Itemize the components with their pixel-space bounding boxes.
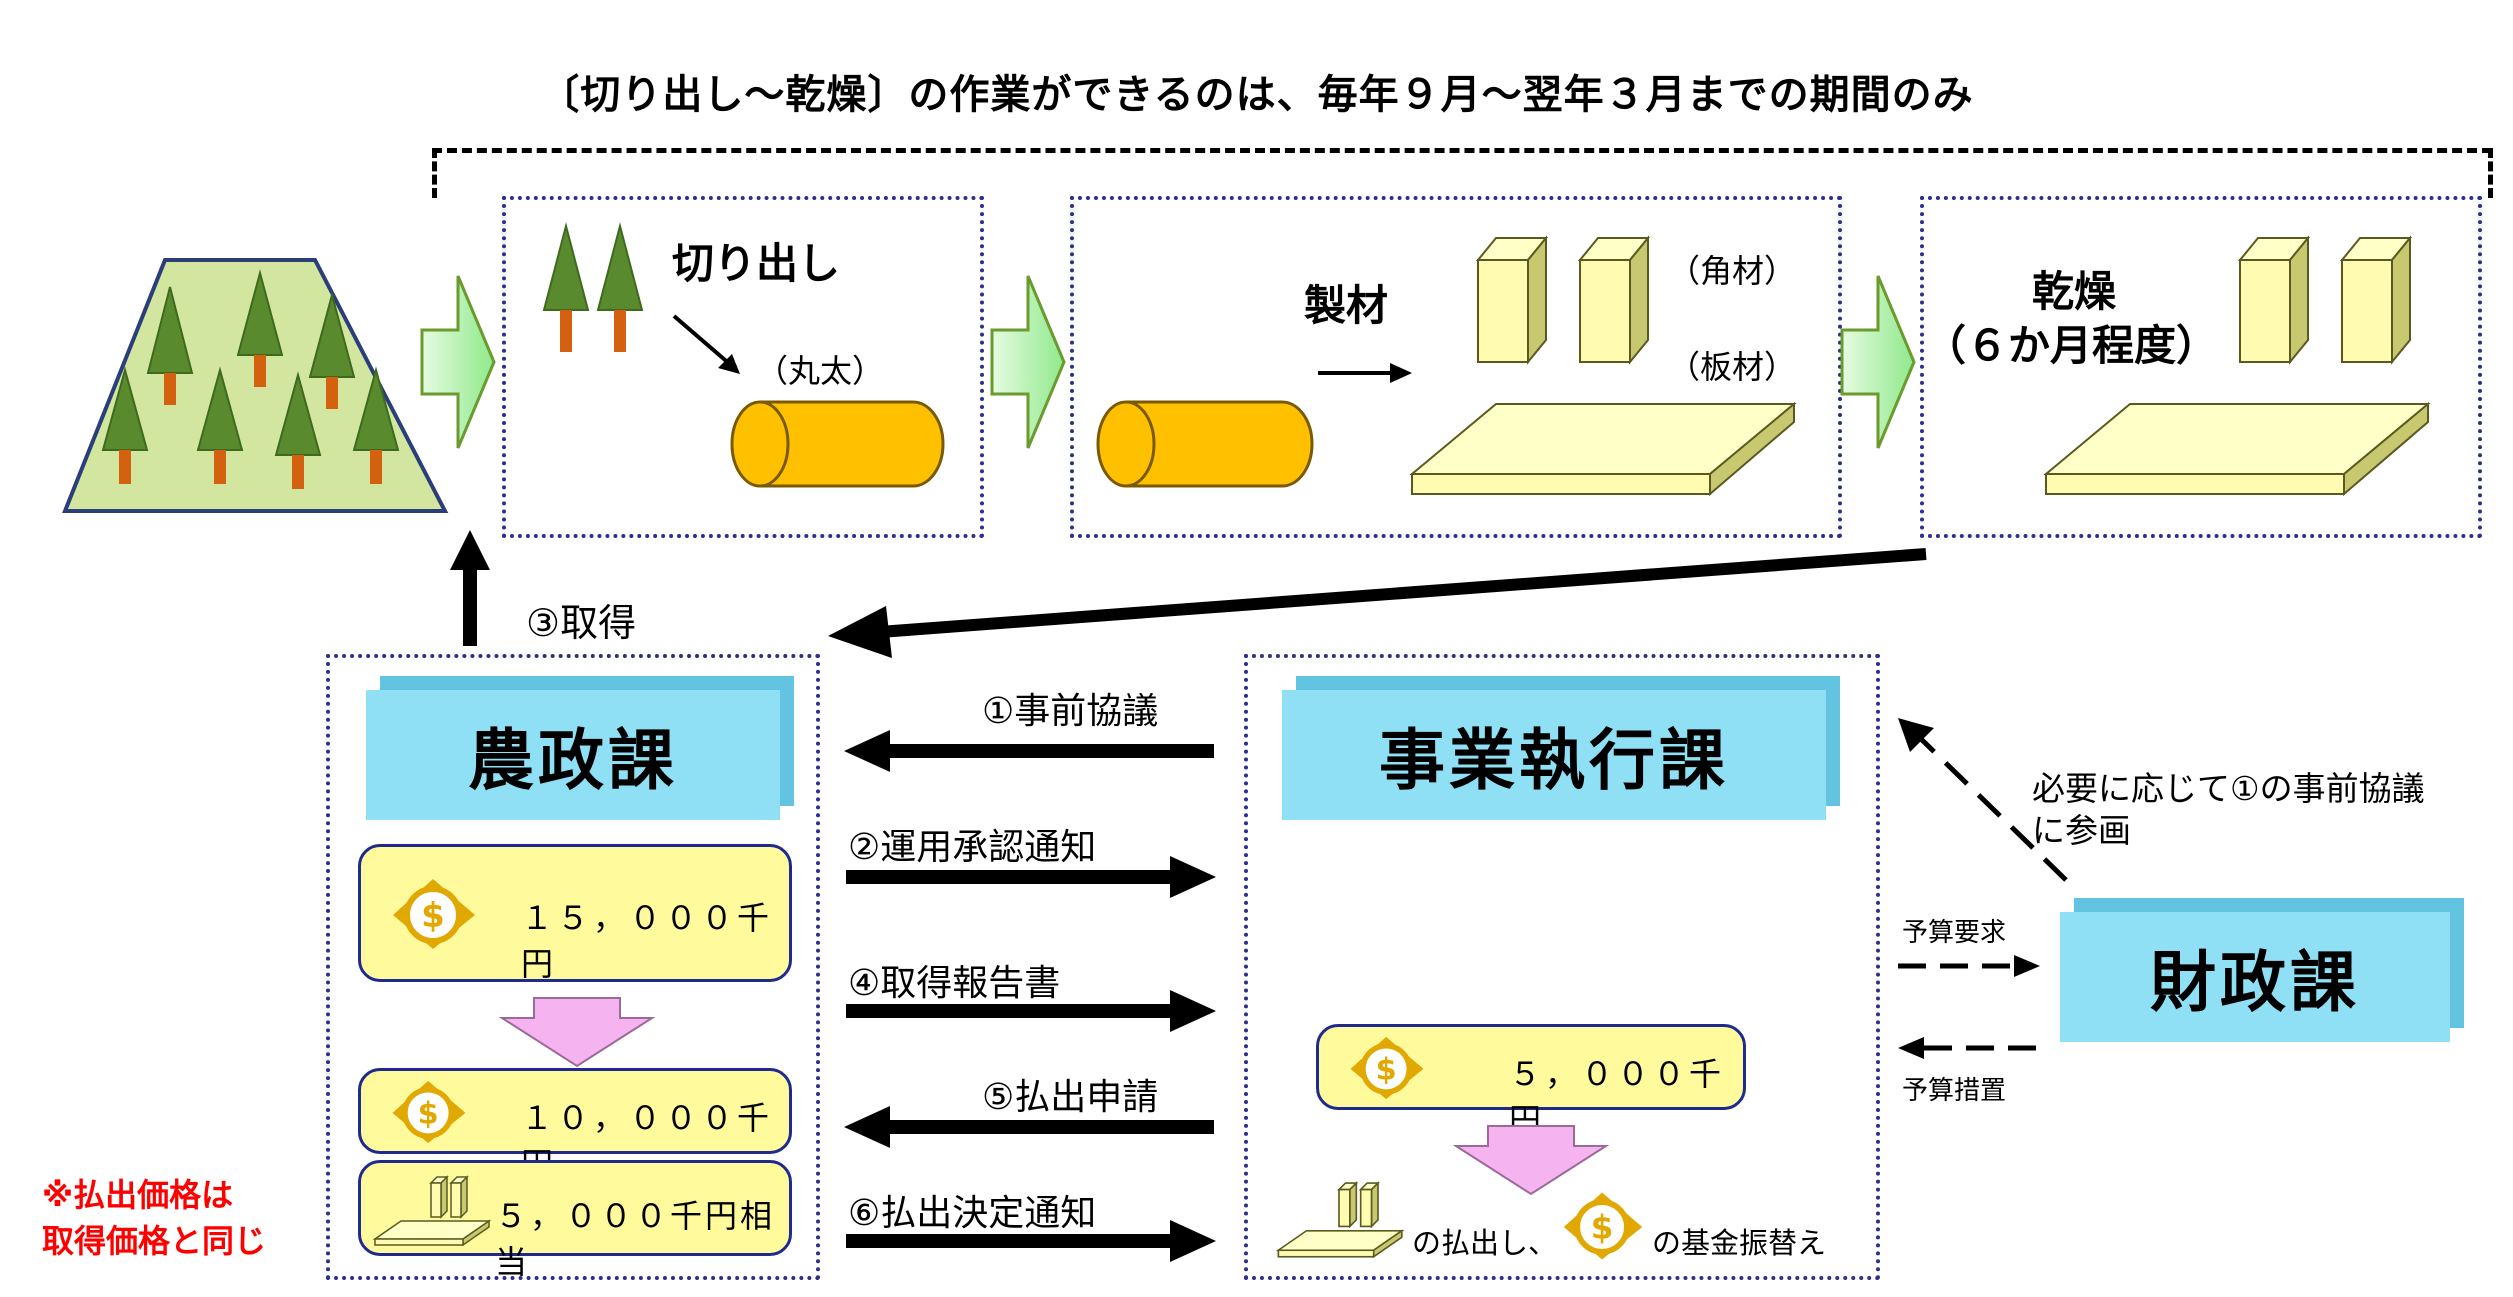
- arrow-left-icon: [844, 730, 1214, 772]
- step-report-label: ④取得報告書: [848, 963, 1061, 1004]
- stage-dry-box: [1920, 196, 2482, 538]
- arrow-right-icon: [846, 990, 1216, 1032]
- down-arrow-icon: [498, 997, 656, 1068]
- log-label: （丸太）: [756, 352, 885, 390]
- agri-goods-value: ５，０００千円相当: [495, 1197, 776, 1281]
- stage-saw-label: 製材: [1304, 281, 1389, 330]
- agri-amount-initial: $ １５，０００千円: [358, 844, 792, 983]
- square-timber-icon: [2237, 235, 2413, 365]
- step-approval-label: ②運用承認通知: [848, 827, 1097, 868]
- exec-panel: [1244, 654, 1880, 1280]
- svg-text:$: $: [418, 1097, 439, 1132]
- stage-saw-box: [1070, 196, 1842, 538]
- step-acquire-label: ③取得: [526, 601, 637, 645]
- stage-cut-label: 切り出し: [672, 239, 841, 288]
- exec-amount-value: ５，０００千円: [1509, 1055, 1726, 1139]
- period-bracket-top: [432, 148, 2492, 153]
- stage-dry-label: 乾燥: [2032, 267, 2117, 316]
- board-icon: [1409, 401, 1797, 497]
- agri-dept-box: 農政課: [366, 690, 780, 820]
- agri-amount-after: $ １０，０００千円: [358, 1068, 792, 1183]
- finance-note-line1: 必要に応じて①の事前協議: [2032, 769, 2425, 808]
- flow-arrow-icon: [420, 275, 496, 449]
- exec-dept-box: 事業執行課: [1282, 690, 1826, 820]
- tree-icon: [542, 222, 644, 352]
- budget-request-label: 予算要求: [1902, 918, 2007, 948]
- price-note: ※払出価格は 取得価格と同じ: [42, 1172, 266, 1264]
- dashed-arrow-icon: [1898, 718, 2068, 882]
- flow-arrow-icon: [990, 275, 1066, 449]
- svg-text:$: $: [1591, 1208, 1614, 1246]
- tree-icon: [101, 269, 400, 489]
- dashed-arrow-left-icon: [1898, 1037, 2040, 1059]
- log-icon: [730, 400, 945, 488]
- cut-arrow-icon: [672, 314, 740, 374]
- board-label: （板材）: [1668, 348, 1797, 386]
- step-decision-label: ⑥払出決定通知: [848, 1193, 1097, 1234]
- period-bracket-right: [2488, 148, 2493, 198]
- board-icon: [2043, 401, 2431, 497]
- log-icon: [1096, 400, 1314, 488]
- lumber-icon: [372, 1175, 492, 1247]
- dashed-arrow-right-icon: [1898, 955, 2040, 977]
- arrow-right-icon: [846, 856, 1216, 898]
- lumber-icon: [1275, 1181, 1405, 1259]
- finance-note-line2: に参画: [2032, 811, 2131, 850]
- dollar-coin-icon: $: [1350, 1036, 1424, 1100]
- price-note-line2: 取得価格と同じ: [42, 1222, 267, 1260]
- finance-dept-box: 財政課: [2060, 912, 2450, 1042]
- exec-bottom-text-2: の基金振替え: [1652, 1226, 1827, 1260]
- budget-measure-label: 予算措置: [1902, 1076, 2007, 1106]
- arrow-right-icon: [846, 1220, 1216, 1262]
- step-request-label: ⑤払出申請: [982, 1077, 1159, 1118]
- step-pre-consult-label: ①事前協議: [982, 691, 1159, 732]
- exec-bottom-text-1: の払出し、: [1412, 1226, 1558, 1260]
- stage-cut-box: [502, 196, 984, 538]
- dollar-coin-icon: $: [392, 1080, 466, 1144]
- square-timber-label: （角材）: [1668, 252, 1797, 290]
- agri-amount-initial-value: １５，０００千円: [521, 899, 774, 983]
- exec-amount: $ ５，０００千円: [1316, 1024, 1746, 1139]
- agri-goods: ５，０００千円相当: [358, 1160, 792, 1281]
- stage-dry-duration: （６か月程度）: [1924, 321, 2219, 370]
- dollar-coin-icon: $: [393, 879, 475, 949]
- price-note-line1: ※払出価格は: [42, 1176, 234, 1214]
- period-bracket-left: [432, 148, 437, 198]
- down-arrow-icon: [1452, 1125, 1610, 1196]
- svg-text:$: $: [421, 896, 445, 936]
- svg-text:$: $: [1376, 1053, 1397, 1088]
- acquire-arrow-icon: [450, 530, 490, 646]
- return-arrow-icon: [828, 548, 1927, 658]
- forest-mountain-icon: [62, 258, 449, 513]
- dollar-coin-icon: $: [1563, 1192, 1643, 1260]
- arrow-left-icon: [844, 1106, 1214, 1148]
- agri-panel: [326, 654, 820, 1280]
- square-timber-icon: [1475, 235, 1651, 365]
- flow-arrow-icon: [1840, 275, 1916, 449]
- period-header: 〔切り出し～乾燥〕の作業ができるのは、毎年９月～翌年３月までの期間のみ: [539, 72, 1974, 118]
- saw-arrow-icon: [1318, 363, 1412, 383]
